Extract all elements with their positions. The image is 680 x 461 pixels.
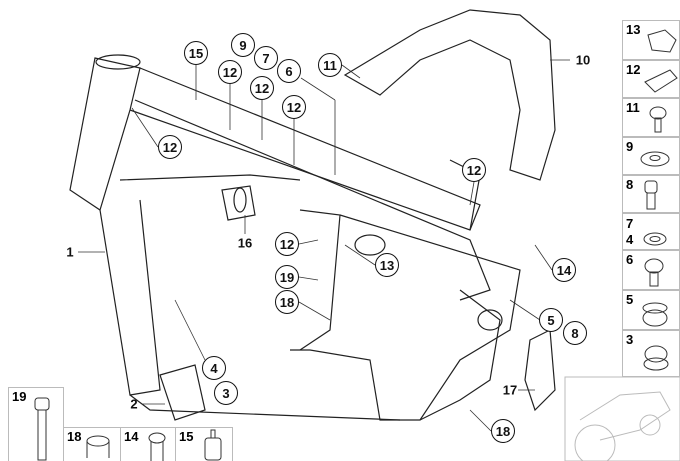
screw-6-icon bbox=[644, 258, 664, 287]
frame-top-tube bbox=[129, 67, 481, 231]
callout-3: 3 bbox=[214, 381, 238, 405]
mount-15-icon bbox=[204, 429, 222, 461]
callout-14: 14 bbox=[552, 258, 576, 282]
bushing-18-icon bbox=[86, 435, 110, 458]
callout-13: 13 bbox=[375, 253, 399, 277]
callout-18: 18 bbox=[275, 290, 299, 314]
screw-11-icon bbox=[649, 106, 667, 133]
callout-6: 6 bbox=[277, 59, 301, 83]
washer-7-icon bbox=[643, 232, 667, 246]
callout-12: 12 bbox=[282, 95, 306, 119]
bolt-19-icon bbox=[34, 397, 50, 461]
callout-8: 8 bbox=[563, 321, 587, 345]
callout-19: 19 bbox=[275, 265, 299, 289]
callout-12: 12 bbox=[218, 60, 242, 84]
bottom-part-15: 15 bbox=[175, 427, 233, 461]
callout-1: 1 bbox=[66, 244, 74, 260]
callout-15: 15 bbox=[184, 41, 208, 65]
callout-7: 7 bbox=[254, 46, 278, 70]
rear-frame bbox=[343, 9, 556, 181]
callout-12: 12 bbox=[462, 158, 486, 182]
callout-12: 12 bbox=[250, 76, 274, 100]
callout-9: 9 bbox=[231, 33, 255, 57]
bottom-part-19: 19 bbox=[8, 387, 64, 461]
callout-4: 4 bbox=[202, 356, 226, 380]
sleeve-14-icon bbox=[148, 432, 166, 461]
callout-16: 16 bbox=[237, 235, 253, 251]
frame-down-tube bbox=[99, 199, 161, 396]
callout-11: 11 bbox=[318, 53, 342, 77]
callout-18: 18 bbox=[491, 419, 515, 443]
clip-13-icon bbox=[647, 29, 677, 53]
part-17 bbox=[524, 329, 556, 412]
part-16 bbox=[221, 185, 256, 221]
callout-12: 12 bbox=[275, 232, 299, 256]
callout-17: 17 bbox=[502, 382, 518, 398]
callout-10: 10 bbox=[575, 52, 591, 68]
part-2 bbox=[159, 364, 206, 421]
callout-5: 5 bbox=[539, 308, 563, 332]
bolt-8-icon bbox=[644, 180, 658, 210]
callout-12: 12 bbox=[158, 135, 182, 159]
washer-9-icon bbox=[640, 151, 670, 167]
nut-5-icon bbox=[642, 302, 668, 327]
grommet-3-icon bbox=[643, 345, 669, 371]
frame-steering-head bbox=[69, 57, 141, 211]
clip-12-icon bbox=[644, 69, 678, 93]
motorcycle-thumbnail bbox=[564, 376, 680, 461]
callout-2: 2 bbox=[130, 396, 138, 412]
